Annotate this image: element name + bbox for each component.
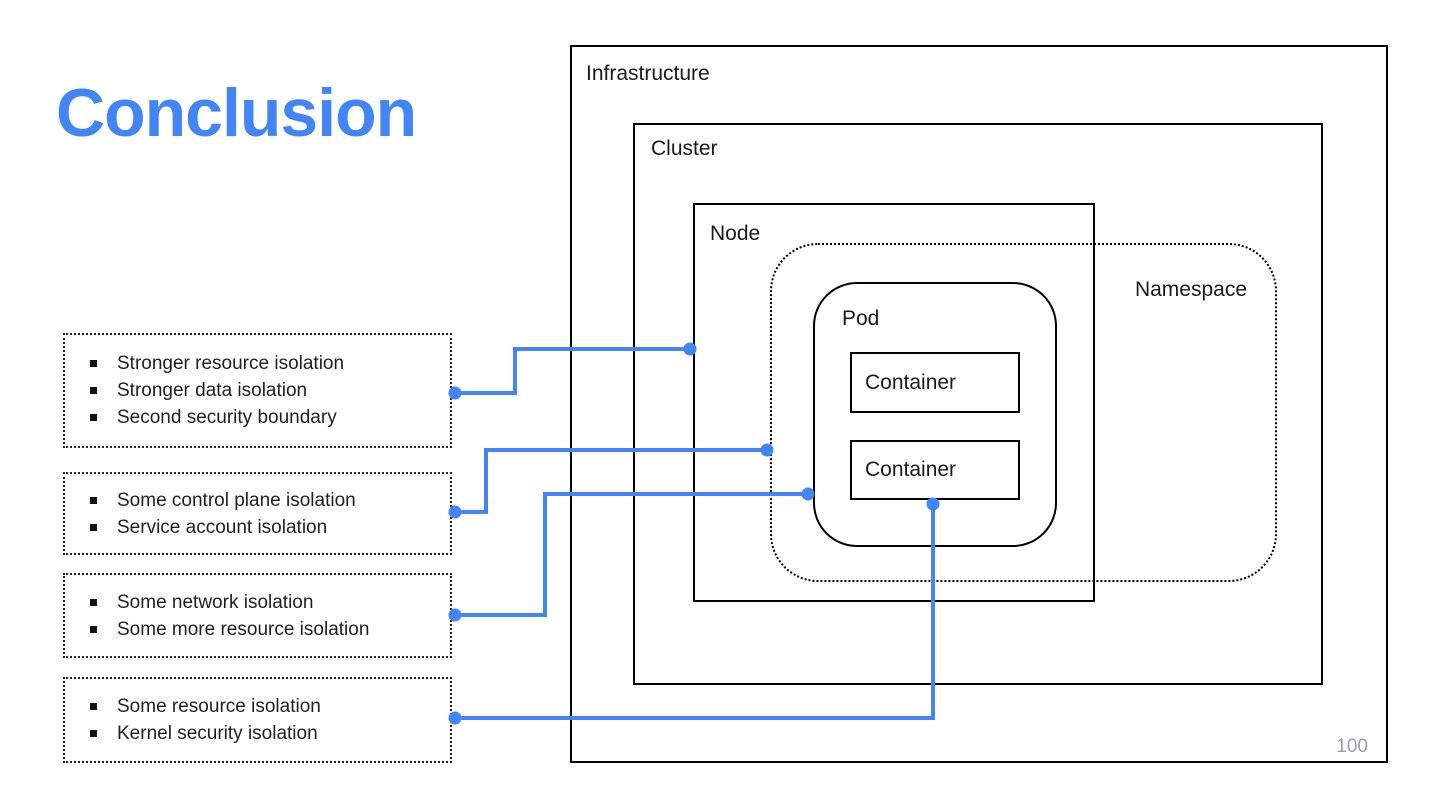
node-label: Node — [710, 222, 761, 245]
bullet-item: Some more resource isolation — [90, 616, 450, 643]
infrastructure-box: Infrastructure — [570, 45, 1388, 763]
namespace-label: Namespace — [1134, 278, 1247, 301]
callout-box-container: Some resource isolation Kernel security … — [63, 677, 452, 763]
bullet-item: Stronger data isolation — [90, 377, 450, 404]
bullet-item: Stronger resource isolation — [90, 350, 450, 377]
bullet-list: Some control plane isolation Service acc… — [65, 487, 450, 541]
container-box-2: Container — [850, 440, 1020, 500]
bullet-item: Some network isolation — [90, 589, 450, 616]
page-title: Conclusion — [56, 75, 417, 151]
cluster-box: Cluster — [633, 123, 1323, 685]
bullet-list: Some resource isolation Kernel security … — [65, 693, 450, 747]
bullet-item: Some control plane isolation — [90, 487, 450, 514]
page-number: 100 — [1336, 736, 1368, 757]
callout-box-pod: Some network isolation Some more resourc… — [63, 573, 452, 658]
bullet-item: Kernel security isolation — [90, 720, 450, 747]
bullet-list: Some network isolation Some more resourc… — [65, 589, 450, 643]
container-1-label: Container — [865, 370, 957, 394]
infrastructure-label: Infrastructure — [586, 62, 710, 85]
callout-box-node: Stronger resource isolation Stronger dat… — [63, 333, 452, 448]
pod-label: Pod — [842, 307, 880, 330]
namespace-box: Namespace — [770, 243, 1277, 582]
container-box-1: Container — [850, 352, 1020, 413]
bullet-item: Second security boundary — [90, 404, 450, 431]
cluster-label: Cluster — [651, 137, 718, 160]
pod-box: Pod — [813, 282, 1057, 547]
bullet-list: Stronger resource isolation Stronger dat… — [65, 350, 450, 431]
callout-box-namespace: Some control plane isolation Service acc… — [63, 472, 452, 555]
bullet-item: Service account isolation — [90, 514, 450, 541]
bullet-item: Some resource isolation — [90, 693, 450, 720]
container-2-label: Container — [865, 458, 957, 481]
